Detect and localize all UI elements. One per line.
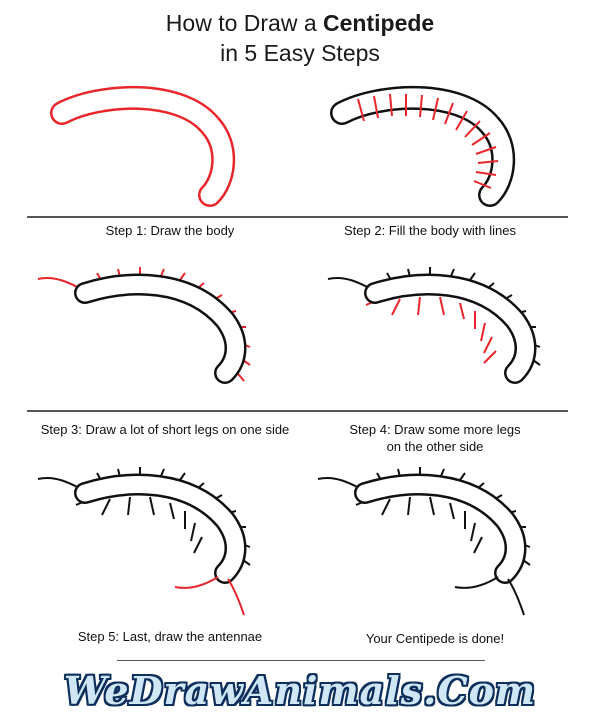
step-5-drawing xyxy=(37,467,251,616)
step-3-drawing xyxy=(37,267,251,384)
site-logo: WeDrawAnimals.Com xyxy=(63,668,537,713)
divider-2 xyxy=(27,410,568,412)
step-5-caption: Step 5: Last, draw the antennae xyxy=(77,629,263,644)
new-legs xyxy=(365,296,497,364)
body-inner xyxy=(76,276,244,382)
segment-lines xyxy=(357,93,499,189)
body-inner xyxy=(52,88,233,205)
step-4-caption-line2: on the other side xyxy=(386,439,484,454)
step-4-caption-line1: Step 4: Draw some more legs xyxy=(349,422,521,437)
body-inner xyxy=(332,88,513,205)
page-title: How to Draw a Centipede xyxy=(0,8,600,38)
title-prefix: How to Draw a xyxy=(165,10,324,36)
divider-1 xyxy=(27,216,568,218)
title-subject: Centipede xyxy=(323,10,435,36)
step-2-drawing xyxy=(330,85,516,207)
antennae xyxy=(454,576,525,616)
body-inner xyxy=(366,276,534,382)
step-3-caption: Step 3: Draw a lot of short legs on one … xyxy=(40,422,290,437)
final-caption: Your Centipede is done! xyxy=(365,631,505,646)
step-2-caption: Step 2: Fill the body with lines xyxy=(344,223,516,238)
page-subtitle: in 5 Easy Steps xyxy=(220,40,380,66)
step-4-drawing xyxy=(327,267,541,384)
step-1-drawing xyxy=(50,85,236,207)
divider-3 xyxy=(117,660,485,661)
body-inner xyxy=(76,476,244,582)
step-1-caption: Step 1: Draw the body xyxy=(105,223,235,238)
new-antennae xyxy=(174,576,245,616)
body-inner xyxy=(356,476,524,582)
final-drawing xyxy=(317,467,531,616)
